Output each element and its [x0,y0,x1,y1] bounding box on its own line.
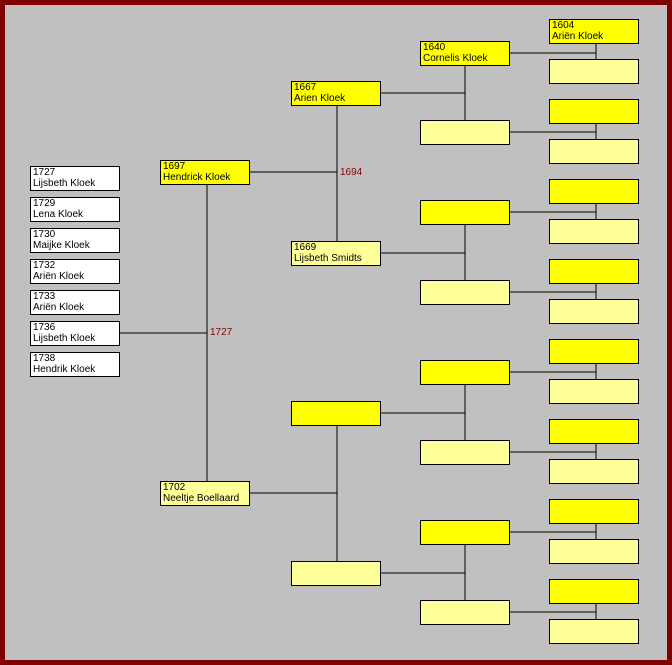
person-name: Arien Kloek [294,93,346,104]
ancestor-box[interactable] [549,99,639,124]
ancestor-box[interactable] [420,280,510,305]
person-year: 1730 [33,229,56,240]
ancestor-box[interactable] [291,561,381,586]
person-name: Ariën Kloek [33,271,85,282]
person-year: 1604 [552,20,575,31]
ancestor-box[interactable] [420,200,510,225]
ancestor-box[interactable] [420,520,510,545]
marriage-year-parents: 1727 [210,327,233,338]
person-year: 1702 [163,482,186,493]
person-name: Lijsbeth Smidts [294,253,362,264]
person-name: Maijke Kloek [33,240,90,251]
person-name: Lijsbeth Kloek [33,333,96,344]
person-year: 1732 [33,260,56,271]
person-year: 1729 [33,198,56,209]
ancestor-box[interactable] [549,179,639,204]
ancestor-box[interactable] [549,619,639,644]
ancestor-box[interactable] [549,539,639,564]
person-name: Hendrik Kloek [33,364,96,375]
ancestor-box[interactable] [549,219,639,244]
ancestor-box[interactable] [420,120,510,145]
person-year: 1697 [163,161,186,172]
person-name: Lijsbeth Kloek [33,178,96,189]
ancestor-box[interactable] [291,401,381,426]
person-year: 1738 [33,353,56,364]
ancestor-box[interactable] [549,499,639,524]
marriage-year-grandparents: 1694 [340,167,363,178]
ancestor-box[interactable] [549,259,639,284]
ancestor-box[interactable] [420,360,510,385]
person-year: 1727 [33,167,56,178]
person-name: Cornelis Kloek [423,53,488,64]
ancestor-box[interactable] [549,379,639,404]
person-year: 1733 [33,291,56,302]
ancestor-box[interactable] [549,299,639,324]
ancestor-box[interactable] [549,59,639,84]
ancestor-box[interactable] [549,459,639,484]
person-year: 1667 [294,82,317,93]
person-year: 1736 [33,322,56,333]
ancestor-box[interactable] [549,139,639,164]
ancestor-box[interactable] [420,440,510,465]
person-name: Hendrick Kloek [163,172,231,183]
ancestor-box[interactable] [549,339,639,364]
person-name: Ariën Kloek [33,302,85,313]
person-name: Lena Kloek [33,209,84,220]
ancestor-box[interactable] [549,579,639,604]
person-year: 1669 [294,242,317,253]
person-name: Ariën Kloek [552,31,604,42]
ancestor-box[interactable] [549,419,639,444]
person-name: Neeltje Boellaard [163,493,240,504]
ancestor-box[interactable] [420,600,510,625]
person-year: 1640 [423,42,446,53]
